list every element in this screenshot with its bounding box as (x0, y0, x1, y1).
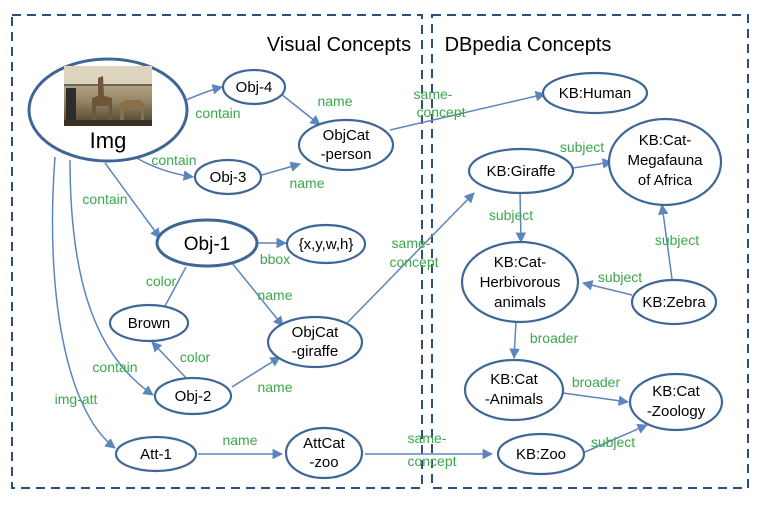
node-obj4-label: Obj-4 (236, 79, 273, 96)
node-kb-herbivorous-line2: Herbivorous (480, 274, 561, 291)
node-brown: Brown (108, 303, 190, 343)
edge-label-att1-zoo: name (222, 432, 257, 448)
node-kb-zoo-label: KB:Zoo (516, 446, 566, 463)
node-kb-zoology-line2: -Zoology (647, 403, 706, 420)
edge-person-human (389, 91, 547, 131)
edge-label-person-human-2: concept (416, 104, 465, 120)
node-kb-herbivorous: KB:Cat- Herbivorous animals (460, 240, 580, 324)
edge-zebra-herbivorous (581, 280, 633, 296)
giraffe-photo-thumbnail (64, 66, 152, 126)
node-attcat-zoo: AttCat -zoo (284, 426, 364, 480)
node-brown-label: Brown (128, 315, 171, 332)
edge-label-obj2-giraffe: name (257, 379, 292, 395)
node-kb-zoology: KB:Cat -Zoology (628, 372, 724, 432)
node-obj3-label: Obj-3 (210, 169, 247, 186)
node-kb-megafauna-line3: of Africa (638, 172, 693, 189)
edge-img-obj3 (134, 156, 195, 181)
edge-label-animals-zoology: broader (572, 374, 621, 390)
edge-zebra-megafauna (658, 203, 673, 280)
edge-label-zoo-kbzoo-1: same- (408, 430, 447, 446)
edge-obj1-giraffe (231, 262, 284, 327)
node-obj2-label: Obj-2 (175, 388, 212, 405)
node-kb-herbivorous-line1: KB:Cat- (494, 254, 547, 271)
node-kb-zebra-label: KB:Zebra (642, 294, 706, 311)
edge-img-obj2 (69, 159, 154, 396)
node-kb-animals: KB:Cat -Animals (463, 358, 565, 422)
edge-obj2-brown (151, 341, 189, 381)
node-img-label: Img (90, 128, 127, 153)
node-kb-human: KB:Human (541, 71, 649, 115)
edge-label-obj1-brown: color (146, 273, 177, 289)
node-kb-zoo: KB:Zoo (496, 432, 586, 476)
edge-label-herbivorous-animals: broader (530, 330, 579, 346)
node-bbox-label: {x,y,w,h} (299, 236, 354, 253)
edge-label-img-obj4: contain (195, 105, 240, 121)
node-obj1: Obj-1 (155, 218, 259, 268)
node-kb-human-label: KB:Human (559, 85, 632, 102)
node-obj3: Obj-3 (193, 158, 263, 196)
node-objcat-person: ObjCat -person (297, 118, 395, 172)
node-kb-megafauna-line2: Megafauna (627, 152, 703, 169)
node-img: Img (27, 57, 189, 163)
node-obj2: Obj-2 (153, 376, 233, 416)
edge-label-kbgiraffe-megafauna: subject (560, 139, 604, 155)
node-kb-megafauna: KB:Cat- Megafauna of Africa (607, 117, 723, 207)
node-objcat-giraffe-line1: ObjCat (292, 324, 340, 341)
node-kb-animals-line2: -Animals (485, 391, 543, 408)
edge-img-obj4 (185, 84, 224, 101)
edge-giraffe-kbgiraffe (344, 192, 475, 326)
edge-label-zebra-herbivorous: subject (598, 269, 642, 285)
edge-label-obj3-person: name (289, 175, 324, 191)
edge-label-obj4-person: name (317, 93, 352, 109)
node-objcat-person-line1: ObjCat (323, 127, 371, 144)
edge-label-img-obj3: contain (151, 152, 196, 168)
edge-kbgiraffe-herbivorous (515, 191, 527, 244)
edge-label-kbgiraffe-herbivorous: subject (489, 207, 533, 223)
dbpedia-concepts-region (431, 14, 749, 489)
edge-label-giraffe-kbgiraffe-2: concept (389, 254, 438, 270)
node-kb-herbivorous-line3: animals (494, 294, 546, 311)
node-obj1-label: Obj-1 (184, 234, 230, 255)
node-objcat-giraffe-line2: -giraffe (292, 343, 338, 360)
edge-animals-zoology (562, 392, 630, 406)
edge-kbzoo-zoology (584, 423, 648, 453)
node-objcat-giraffe: ObjCat -giraffe (266, 315, 364, 369)
edge-obj2-giraffe (231, 356, 281, 388)
node-bbox: {x,y,w,h} (285, 223, 367, 265)
node-kb-megafauna-line1: KB:Cat- (639, 132, 692, 149)
edge-label-giraffe-kbgiraffe-1: same- (392, 235, 431, 251)
node-kb-zoology-line1: KB:Cat (652, 383, 700, 400)
node-kb-zebra: KB:Zebra (630, 278, 718, 326)
node-obj4: Obj-4 (221, 68, 287, 106)
edge-obj4-person (280, 93, 321, 126)
edge-label-person-human-1: same- (414, 86, 453, 102)
edge-obj3-person (261, 161, 302, 176)
edge-label-img-obj1: contain (82, 191, 127, 207)
edge-herbivorous-animals (509, 321, 520, 360)
edge-obj1-brown (164, 266, 187, 307)
node-kb-animals-line1: KB:Cat (490, 371, 538, 388)
visual-concepts-region (11, 14, 423, 489)
node-attcat-zoo-line1: AttCat (303, 435, 346, 452)
visual-concepts-title: Visual Concepts (267, 34, 411, 56)
edge-label-kbzoo-zoology: subject (591, 434, 635, 450)
node-kb-giraffe: KB:Giraffe (467, 147, 575, 195)
dbpedia-concepts-title: DBpedia Concepts (445, 34, 612, 56)
edge-img-att1 (51, 156, 116, 449)
node-objcat-person-line2: -person (321, 146, 372, 163)
edge-label-img-obj2: contain (92, 359, 137, 375)
edge-kbgiraffe-megafauna (572, 158, 614, 169)
edge-img-obj1 (104, 162, 161, 239)
edge-label-zoo-kbzoo-2: concept (407, 453, 456, 469)
node-kb-giraffe-label: KB:Giraffe (487, 163, 556, 180)
edge-label-img-att1: img-att (55, 391, 98, 407)
node-att1: Att-1 (114, 435, 198, 473)
edge-label-obj1-bbox: bbox (260, 251, 290, 267)
edge-label-obj2-brown: color (180, 349, 211, 365)
edge-label-zebra-megafauna: subject (655, 232, 699, 248)
node-attcat-zoo-line2: -zoo (309, 454, 338, 471)
node-att1-label: Att-1 (140, 446, 172, 463)
edge-label-obj1-giraffe: name (257, 287, 292, 303)
